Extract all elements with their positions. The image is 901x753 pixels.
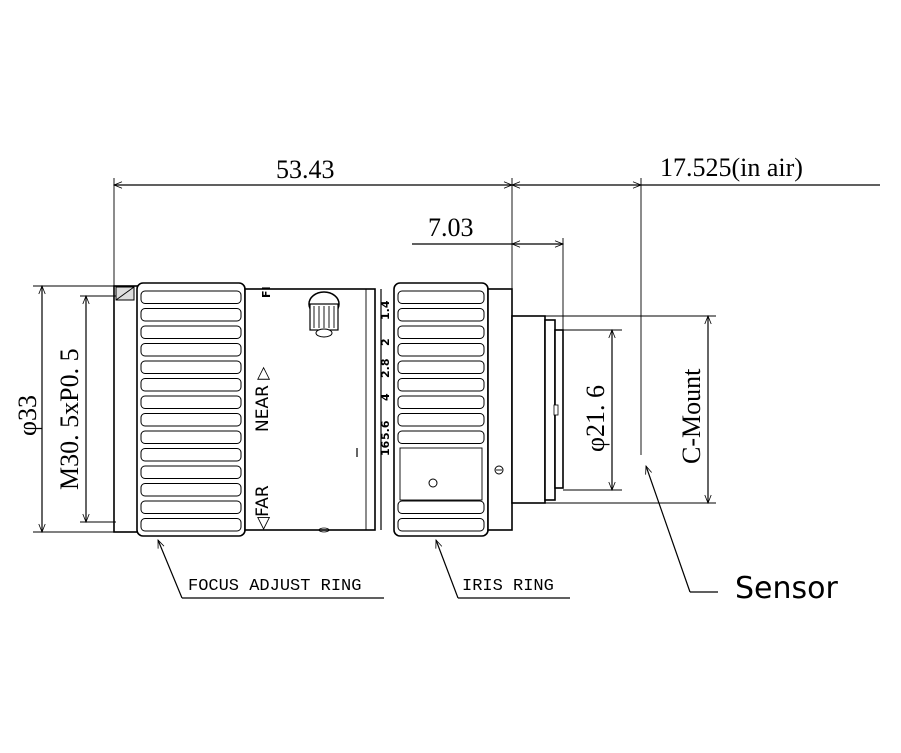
label-iris-ring: IRIS RING — [462, 577, 554, 596]
dim-mount-diameter: φ21. 6 — [581, 385, 610, 452]
iris-scale: 1.4 2 2.8 4 5.6 16 — [356, 300, 392, 457]
focus-adjust-ring — [136, 282, 246, 537]
grip-rib — [397, 290, 485, 304]
grip-rib — [140, 325, 242, 339]
grip-rib — [140, 430, 242, 444]
iris-f1.4: 1.4 — [379, 300, 392, 320]
grip-rib — [140, 360, 242, 374]
iris-f2.8: 2.8 — [379, 359, 392, 379]
grip-rib — [397, 325, 485, 339]
focus-scale-infinity: FI — [260, 286, 273, 298]
label-focus-ring: FOCUS ADJUST RING — [188, 577, 361, 596]
dim-mount-label: C-Mount — [677, 368, 706, 464]
grip-rib — [140, 290, 242, 304]
dim-flange-depth: 7.03 — [428, 213, 474, 242]
callout-leaders — [157, 464, 718, 599]
grip-rib — [140, 518, 242, 532]
grip-rib — [140, 465, 242, 479]
dim-back-focus: 17.525(in air) — [660, 153, 803, 182]
iris-ring — [393, 282, 489, 537]
grip-rib — [140, 343, 242, 357]
grip-rib — [140, 448, 242, 462]
grip-rib — [140, 395, 242, 409]
grip-rib — [397, 395, 485, 409]
focus-scale-near: NEAR ▷ — [253, 366, 273, 432]
grip-rib — [140, 483, 242, 497]
grip-rib — [397, 308, 485, 322]
grip-rib — [397, 518, 485, 532]
grip-rib — [140, 500, 242, 514]
grip-rib — [397, 378, 485, 392]
lens-body: NEAR ▷ ◁FAR FI 1.4 2 2.8 4 5.6 16 — [113, 282, 564, 537]
grip-rib — [397, 430, 485, 444]
grip-rib — [140, 413, 242, 427]
iris-f5.6: 5.6 — [379, 420, 392, 440]
label-sensor: Sensor — [735, 571, 838, 606]
iris-f2: 2 — [379, 338, 392, 346]
grip-rib — [397, 343, 485, 357]
iris-f16: 16 — [379, 440, 392, 456]
grip-rib — [397, 500, 485, 514]
grip-rib — [140, 308, 242, 322]
dim-overall-length: 53.43 — [276, 155, 335, 184]
dim-filter-thread: M30. 5xP0. 5 — [55, 348, 84, 490]
iris-f4: 4 — [379, 393, 392, 401]
grip-rib — [140, 378, 242, 392]
grip-rib — [397, 413, 485, 427]
dim-outer-diameter: φ33 — [13, 395, 42, 436]
focus-scale-far: ◁FAR — [253, 485, 273, 530]
lock-screw-icon — [308, 291, 340, 338]
dimension-lines — [33, 178, 880, 534]
c-mount — [511, 315, 564, 504]
grip-rib — [397, 360, 485, 374]
